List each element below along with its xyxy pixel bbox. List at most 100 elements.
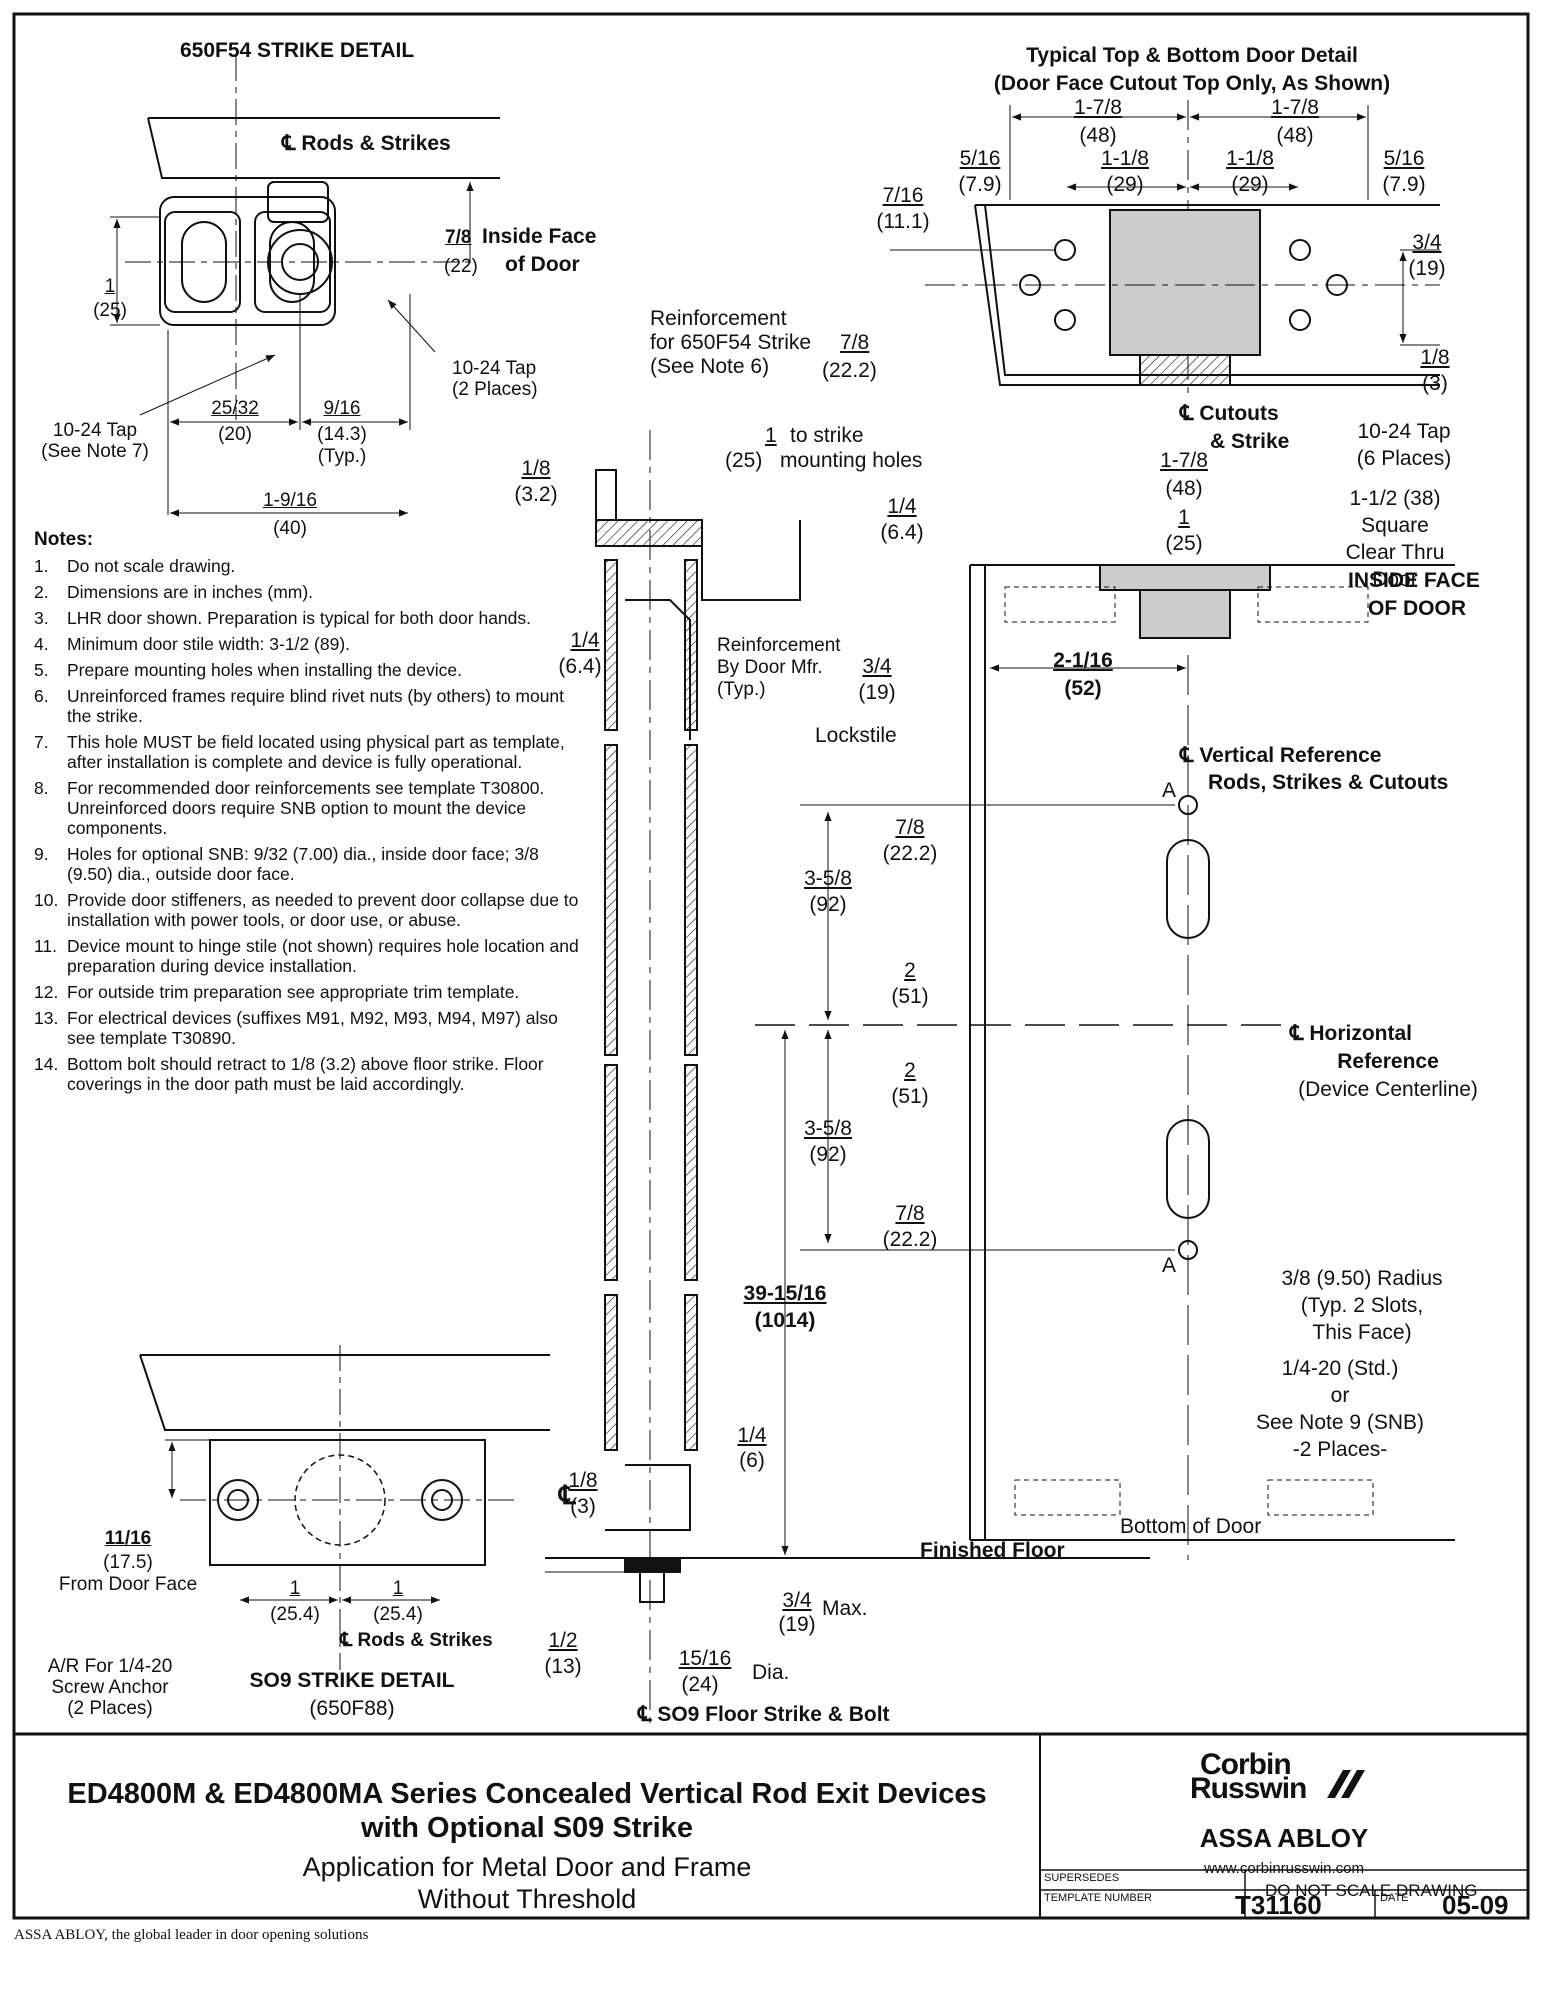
a-marker-bottom: A: [1162, 1254, 1177, 1277]
dim-11-16: 11/16: [104, 1528, 152, 1549]
top-dim-1-1-8-b-mm: (29): [1231, 173, 1269, 196]
note-item: 4.Minimum door stile width: 3-1/2 (89).: [34, 634, 351, 654]
dim-1-9-16: 1-9/16: [263, 490, 317, 511]
top-dim-5-16-b-mm: (7.9): [1382, 173, 1426, 196]
section-dim-7-8: 7/8: [840, 331, 870, 354]
face-dim-1-4: 1/4: [887, 495, 917, 518]
note-item: 14.Bottom bolt should retract to 1/8 (3.…: [34, 1054, 544, 1094]
face-dim-3-5-8-b-mm: (92): [809, 1143, 847, 1166]
section-dim-3-4-mm: (19): [778, 1613, 816, 1636]
horizontal-reference-sub: Reference: [1337, 1050, 1439, 1073]
face-dim-3-5-8-a-mm: (92): [809, 893, 847, 916]
top-dim-3-4: 3/4: [1412, 231, 1442, 254]
top-dim-1-7-8-a-mm: (48): [1079, 124, 1117, 147]
so9-part-number: (650F88): [309, 1697, 395, 1720]
face-dim-2-1-16-mm: (52): [1064, 677, 1102, 700]
face-dim-3-4-mm: (19): [858, 681, 896, 704]
lockstile-label: Lockstile: [815, 724, 897, 747]
top-dim-3-4-mm: (19): [1408, 257, 1446, 280]
title-line-4: Without Threshold: [417, 1884, 637, 1914]
section-dim-7-8-mm: (22.2): [822, 359, 877, 382]
dim-9-16: 9/16: [323, 398, 361, 419]
top-dim-5-16-a: 5/16: [959, 147, 1001, 170]
dim-25-32: 25/32: [211, 398, 259, 419]
notes-heading: Notes:: [34, 529, 94, 550]
dim-1-a-mm: (25.4): [270, 1604, 320, 1625]
face-dim-3-4: 3/4: [862, 655, 892, 678]
dim-1: 1: [104, 276, 116, 297]
strike-650f54-cl-label: ℄ Rods & Strikes: [282, 132, 451, 155]
note-item: 13.For electrical devices (suffixes M91,…: [34, 1008, 558, 1048]
horizontal-reference-label: ℄ Horizontal: [1290, 1022, 1412, 1045]
tap-6-places: 10-24 Tap (6 Places): [1356, 420, 1452, 470]
do-not-scale-label: DO NOT SCALE DRAWING: [1265, 1881, 1478, 1900]
reinforcement-650f54-note: Reinforcement for 650F54 Strike (See Not…: [650, 307, 812, 378]
dim-39-15-16-mm: (1014): [754, 1309, 816, 1332]
face-dim-1-7-8: 1-7/8: [1160, 449, 1208, 472]
tap-note-7: 10-24 Tap (See Note 7): [41, 420, 149, 462]
face-dim-2-a: 2: [904, 959, 916, 982]
a-marker-top: A: [1162, 779, 1177, 802]
date-label: DATE: [1380, 1892, 1409, 1904]
face-dim-7-8-b-mm: (22.2): [882, 1228, 938, 1251]
supersedes-label: SUPERSEDES: [1044, 1872, 1120, 1884]
dim-1-mm: (25): [93, 300, 127, 321]
note-item: 8.For recommended door reinforcements se…: [34, 778, 545, 838]
dim-1-a: 1: [289, 1578, 301, 1599]
notes-list: Notes: 1.Do not scale drawing. 2.Dimensi…: [34, 530, 579, 1100]
so9-cl-icon: ℄: [559, 1480, 576, 1510]
note-item: 7.This hole MUST be field located using …: [34, 732, 565, 772]
so9-strike-drawing: [139, 1345, 550, 1670]
section-dim-1-8-b: 1/8: [568, 1469, 598, 1492]
section-dim-1-8: 1/8: [521, 457, 551, 480]
corbin-logo-line1: Corbin: [1200, 1748, 1292, 1781]
brand-block: Corbin Russwin ASSA ABLOY www.corbinruss…: [1040, 1734, 1528, 1920]
hole-note-std-snb: 1/4-20 (Std.) or See Note 9 (SNB) -2 Pla…: [1255, 1357, 1425, 1461]
face-dim-1-4-mm: (6.4): [880, 521, 924, 544]
top-dim-5-16-b: 5/16: [1383, 147, 1425, 170]
note-item: 10.Provide door stiffeners, as needed to…: [34, 890, 579, 930]
section-dim-1-8-mm: (3.2): [514, 483, 558, 506]
section-dim-1-4-mm: (6.4): [558, 655, 602, 678]
note-item: 9.Holes for optional SNB: 9/32 (7.00) di…: [34, 844, 539, 884]
template-number: T31160: [1235, 1890, 1322, 1920]
dim-1-9-16-mm: (40): [273, 518, 307, 539]
section-dim-1-mm: (25): [725, 449, 763, 472]
dim-7-8: 7/8: [445, 227, 472, 248]
face-dim-2-1-16: 2-1/16: [1053, 649, 1113, 672]
face-dim-7-8-a-mm: (22.2): [882, 842, 938, 865]
assa-abloy-logo: ASSA ABLOY: [1199, 1823, 1369, 1853]
top-dim-1-1-8-a-mm: (29): [1106, 173, 1144, 196]
title-block-grid: [1040, 1869, 1528, 1918]
dim-7-8-mm: (22): [444, 256, 478, 277]
rods-strikes-label: Rods & Strikes: [301, 132, 451, 155]
brand-url: www.corbinrusswin.com: [1203, 1860, 1365, 1877]
screw-anchor-note: A/R For 1/4-20 Screw Anchor (2 Places): [47, 1656, 173, 1719]
top-dim-1-7-8-a: 1-7/8: [1074, 96, 1122, 119]
note-item: 2.Dimensions are in inches (mm).: [34, 582, 314, 602]
strike-label: & Strike: [1210, 430, 1290, 453]
title-line-3: Application for Metal Door and Frame: [302, 1852, 752, 1882]
section-dim-1: 1: [765, 424, 777, 447]
dim-39-15-16: 39-15/16: [743, 1282, 827, 1305]
note-item: 11.Device mount to hinge stile (not show…: [34, 936, 579, 976]
floor-strike-label: ℄ SO9 Floor Strike & Bolt: [638, 1703, 890, 1726]
note-item: 12.For outside trim preparation see appr…: [34, 982, 520, 1002]
section-dim-15-16-mm: (24): [681, 1673, 719, 1696]
note-item: 3.LHR door shown. Preparation is typical…: [34, 608, 532, 628]
of-door-label: of Door: [505, 253, 580, 276]
top-dim-1-1-8-a: 1-1/8: [1101, 147, 1149, 170]
section-dim-1-4: 1/4: [570, 629, 600, 652]
face-dim-1: 1: [1178, 506, 1190, 529]
so9-rods-strikes-label: Rods & Strikes: [357, 1630, 493, 1651]
top-detail-subtitle: (Door Face Cutout Top Only, As Shown): [993, 72, 1391, 95]
section-dim-15-16: 15/16: [678, 1647, 732, 1670]
mounting-holes-label: mounting holes: [780, 449, 923, 472]
section-dim-1-2-mm: (13): [544, 1655, 582, 1678]
typ-label: (Typ.): [317, 446, 367, 467]
dia-label: Dia.: [752, 1661, 790, 1684]
section-dim-1-2: 1/2: [548, 1629, 578, 1652]
face-view-drawing: [755, 564, 1455, 1560]
section-drawing: [545, 430, 1150, 1725]
